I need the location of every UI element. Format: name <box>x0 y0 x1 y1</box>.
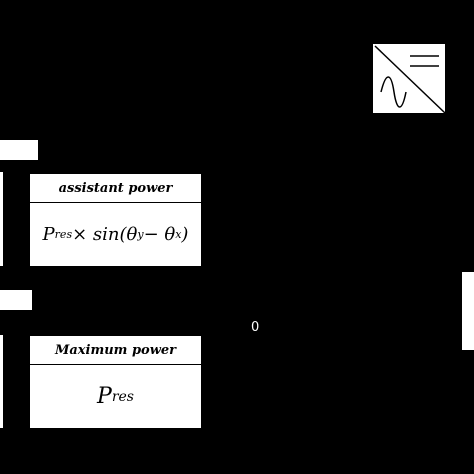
maximum-power-header: Maximum power <box>30 336 201 365</box>
left-fragment-mid <box>0 290 32 310</box>
left-edge-strip-2 <box>0 335 3 428</box>
node-label-zero: 0 <box>251 320 260 335</box>
right-edge-block <box>462 272 474 350</box>
left-edge-strip-1 <box>0 172 3 266</box>
inverter-icon <box>372 43 446 114</box>
assistant-power-header: assistant power <box>30 174 201 203</box>
left-fragment-top <box>0 140 38 160</box>
